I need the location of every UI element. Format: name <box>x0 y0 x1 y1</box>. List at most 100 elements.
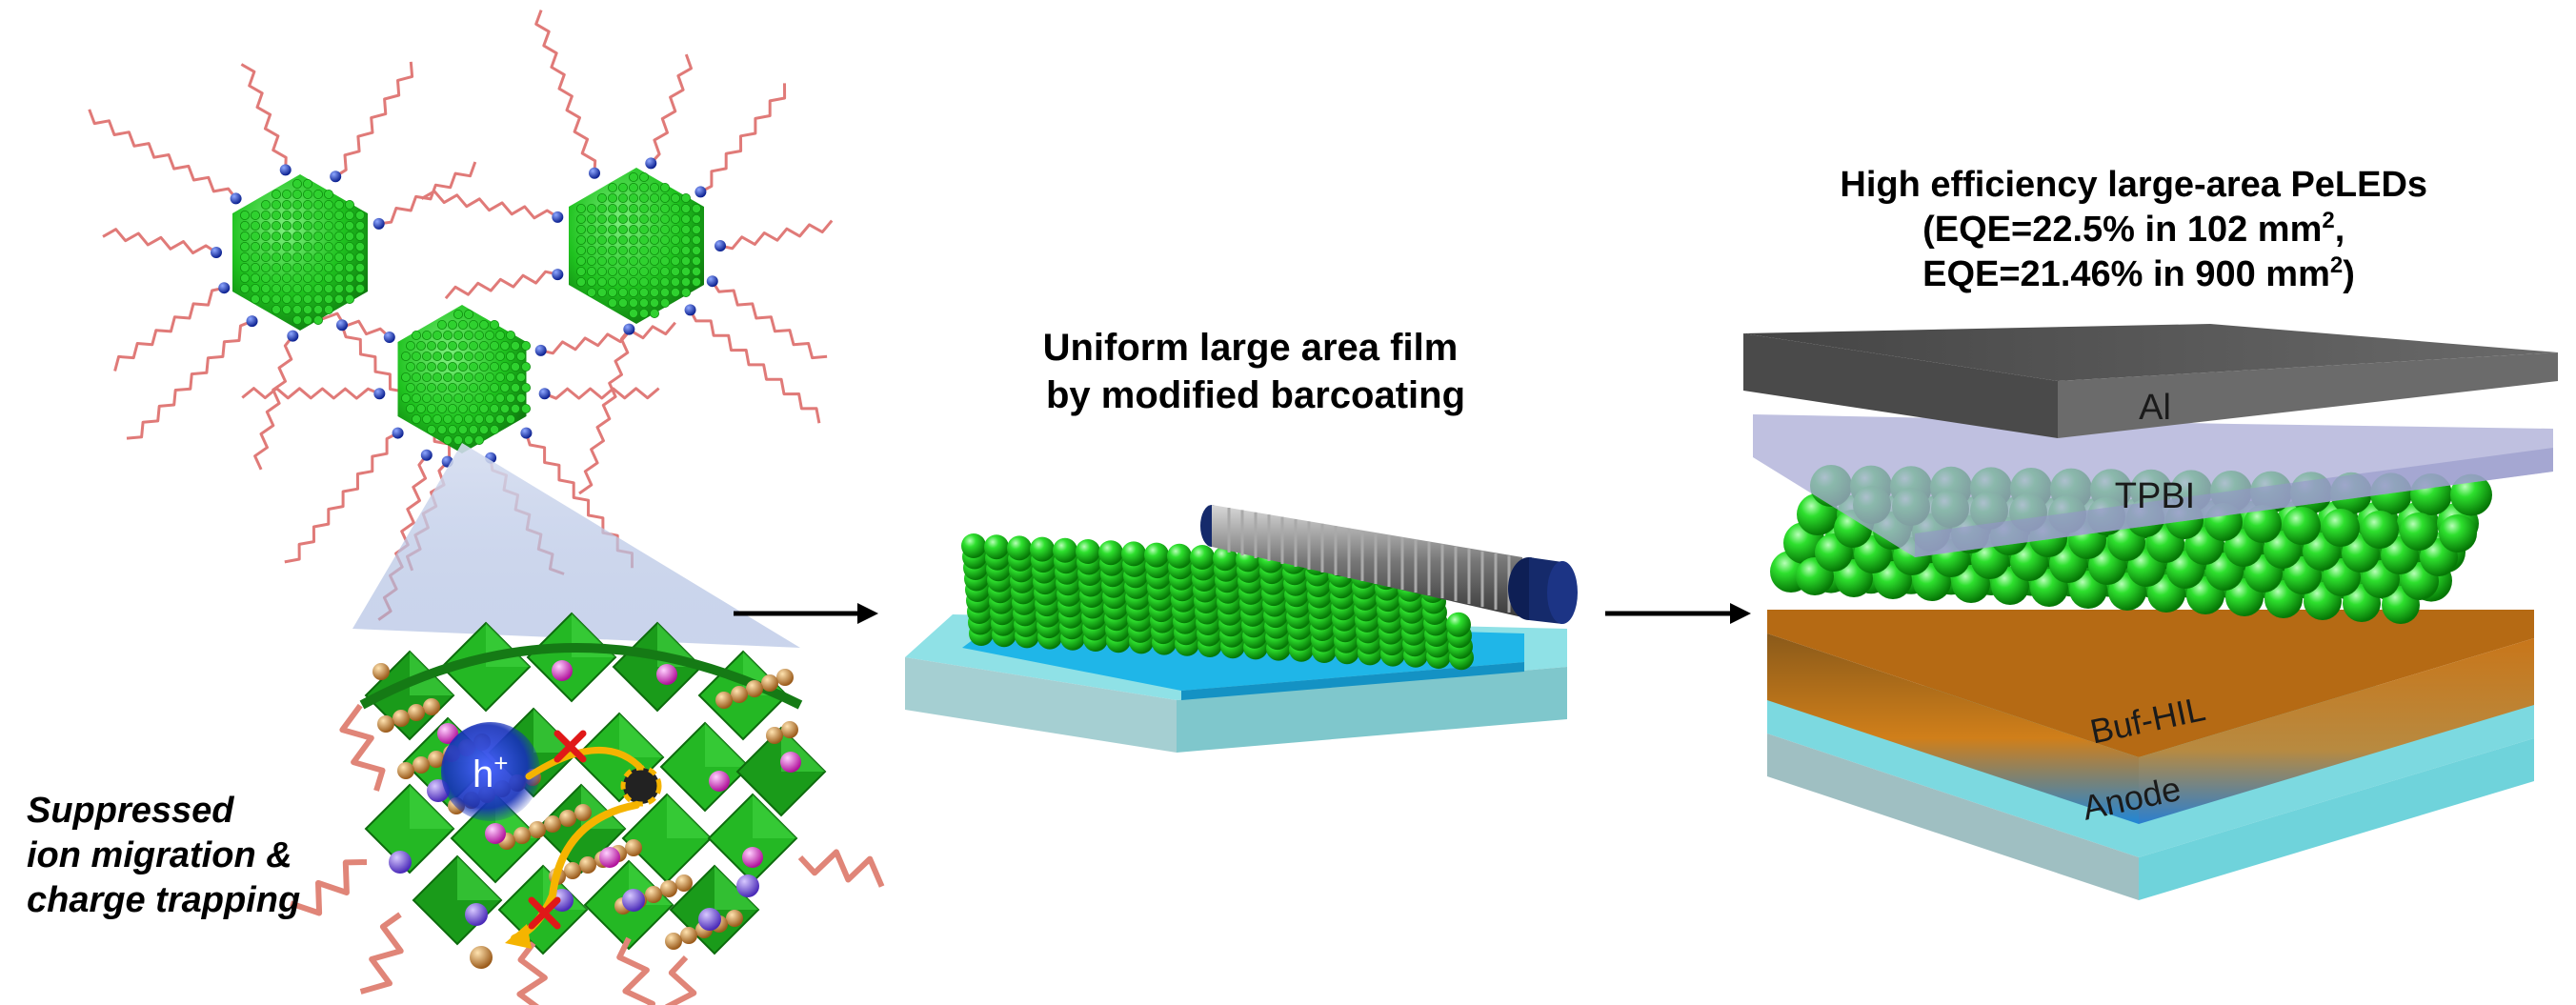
ligand-head <box>520 427 533 439</box>
nanocrystal-atom <box>312 293 323 304</box>
nanocrystal-atom <box>468 361 478 372</box>
nanocrystal-atom <box>463 330 473 340</box>
cation-atom <box>709 771 730 792</box>
nanocrystal-atom <box>312 283 323 293</box>
nanocrystal-atom <box>271 272 281 283</box>
surface-ligand <box>516 941 548 1005</box>
nanocrystal-atom <box>608 213 618 224</box>
nanocrystal-atom <box>618 192 629 203</box>
nanocrystal-atom <box>576 245 587 255</box>
nanocrystal-atom <box>302 199 312 210</box>
nanocrystal-atom <box>597 245 608 255</box>
ligand-head <box>392 427 404 439</box>
nanocrystal-atom <box>597 287 608 297</box>
nanocrystal-atom <box>354 251 365 262</box>
nanocrystal-atom <box>436 361 447 372</box>
nanocrystal-atom <box>597 276 608 287</box>
halide-atom <box>428 751 445 768</box>
nanocrystal-atom <box>281 189 292 199</box>
nanocrystal-atom <box>344 262 354 272</box>
nanocrystal-atom <box>597 213 608 224</box>
nanocrystal-atom <box>411 351 421 361</box>
hole-label: h+ <box>473 749 508 795</box>
nanocrystal-atom <box>292 210 302 220</box>
nanocrystal-atom <box>629 182 639 192</box>
nanocrystal-atom <box>312 241 323 251</box>
tpbi-layer <box>1753 414 2553 557</box>
nanocrystal-atom <box>453 392 463 403</box>
nanocrystal-atom <box>405 403 415 413</box>
nanocrystal-atom <box>239 251 250 262</box>
ligand-chain <box>113 286 225 372</box>
ligand-chain <box>444 270 558 300</box>
nanocrystal-atom <box>292 178 302 189</box>
nanocrystal-atom <box>432 372 442 382</box>
nanocrystal-atom <box>344 241 354 251</box>
nanocrystal-atom <box>323 304 333 314</box>
nanocrystal-atom <box>650 245 660 255</box>
nanocrystal-atom <box>333 241 344 251</box>
device-title-line-1: High efficiency large-area PeLEDs <box>1840 165 2427 205</box>
halide-atom <box>731 686 748 703</box>
nanocrystal-atom <box>639 276 650 287</box>
nanocrystal-atom <box>650 255 660 266</box>
nanocrystal-atom <box>421 413 432 424</box>
nanocrystal-atom <box>650 266 660 276</box>
nanocrystal-atom <box>442 351 453 361</box>
halide-atom <box>423 698 440 715</box>
nanocrystal-atom <box>618 266 629 276</box>
nanocrystal-atom <box>260 220 271 231</box>
nanocrystal-atom <box>587 287 597 297</box>
nanocrystal-atom <box>484 330 494 340</box>
ligand-chain <box>334 61 414 178</box>
nanocrystal-atom <box>415 340 426 351</box>
nanocrystal-atom <box>650 308 660 318</box>
nanocrystal-atom <box>587 266 597 276</box>
al-layer-label: Al <box>2139 388 2171 428</box>
nanocrystal-atom <box>302 241 312 251</box>
ligand-head <box>336 319 348 332</box>
nanocrystal-atom <box>463 309 473 319</box>
film-sphere <box>1190 545 1215 570</box>
nanocrystal-atom <box>618 276 629 287</box>
nanocrystal-atom <box>681 192 692 203</box>
halide-atom <box>761 674 778 692</box>
nanocrystal-atom <box>473 392 484 403</box>
nanocrystal-atom <box>436 340 447 351</box>
nanocrystal-atom <box>660 255 671 266</box>
nanocrystal-atom <box>250 293 260 304</box>
nanocrystal-atom <box>239 262 250 272</box>
nanocrystal-atom <box>629 192 639 203</box>
nanocrystal-atom <box>660 297 671 308</box>
nanocrystal-atom <box>478 340 489 351</box>
nanocrystal-atom <box>333 262 344 272</box>
nanocrystal-atom <box>660 192 671 203</box>
nanocrystal-atom <box>500 403 511 413</box>
nanocrystal-atom <box>271 210 281 220</box>
caption-line-2: ion migration & <box>27 835 292 875</box>
nanocrystal-atom <box>597 255 608 266</box>
nanocrystal-atom <box>260 251 271 262</box>
nanocrystal-atom <box>302 178 312 189</box>
ligand-chain <box>378 161 477 226</box>
nanocrystal-atom <box>511 340 521 351</box>
film-sphere <box>1167 543 1192 569</box>
nanocrystal-atom <box>302 220 312 231</box>
nanocrystal-atom <box>239 220 250 231</box>
nanocrystal-atom <box>495 392 506 403</box>
nanocrystal-atom <box>587 234 597 245</box>
nanocrystal-atom <box>516 372 527 382</box>
nanocrystal-atom <box>312 231 323 241</box>
nanocrystal-atom <box>426 361 436 372</box>
nanocrystal-atom <box>411 330 421 340</box>
nanocrystal-atom <box>629 245 639 255</box>
film-sphere <box>1030 536 1055 562</box>
nanocrystal-atom <box>344 283 354 293</box>
device-title-line-2: (EQE=22.5% in 102 mm2, <box>1922 208 2345 250</box>
nanocrystal-atom <box>400 351 411 361</box>
ligand-chain <box>711 280 828 360</box>
nanocrystal-atom <box>260 210 271 220</box>
nanocrystal-atom <box>239 210 250 220</box>
nanocrystal-atom <box>660 276 671 287</box>
nanocrystal-atom <box>344 231 354 241</box>
